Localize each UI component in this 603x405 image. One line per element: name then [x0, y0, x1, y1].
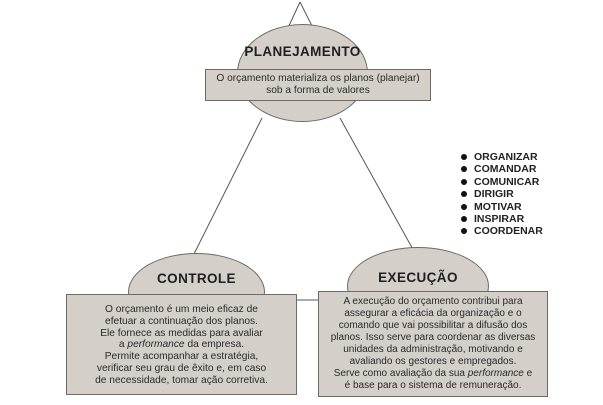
execucao-line-3: comando que vai possibilitar a difusão d…	[338, 320, 528, 331]
execucao-title: EXECUÇÃO	[378, 270, 458, 285]
bullet-icon	[461, 191, 467, 198]
execucao-line-7: Serve como avaliação da sua performance …	[333, 368, 533, 379]
planejamento-description: O orçamento materializa os planos (plane…	[205, 69, 431, 101]
controle-title: CONTROLE	[157, 271, 236, 286]
planejamento-line-2: sob a forma de valores	[266, 84, 370, 96]
list-item: COMANDAR	[460, 163, 543, 175]
planejamento-title: PLANEJAMENTO	[244, 44, 361, 59]
execucao-line-6: avaliando os gestores e empregados.	[349, 356, 517, 367]
execucao-line-4: planos. Isso serve para coordenar as div…	[330, 332, 536, 343]
bullet-icon	[461, 154, 467, 160]
controle-line-3: Ele fornece as medidas para avaliar	[100, 327, 263, 339]
planejamento-line-1: O orçamento materializa os planos (plane…	[216, 73, 420, 84]
list-item: MOTIVAR	[460, 201, 543, 213]
list-item: COORDENAR	[460, 225, 543, 237]
controle-description: O orçamento é um meio eficaz de efetuar …	[66, 294, 297, 395]
bullet-icon	[461, 166, 467, 173]
bullet-icon	[461, 228, 467, 235]
controle-line-6: verificar seu grau de êxito e, em caso	[96, 362, 267, 374]
bullet-icon	[461, 178, 467, 185]
planejamento-controle-line	[189, 117, 263, 263]
execucao-line-1: A execução do orçamento contribui para	[343, 296, 523, 307]
planejamento-execucao-line	[339, 117, 421, 263]
list-item: DIRIGIR	[460, 188, 543, 200]
controle-line-4: a performance da empresa.	[118, 339, 245, 351]
bullet-icon	[461, 216, 467, 223]
controle-line-1: O orçamento é um meio eficaz de	[105, 304, 258, 315]
functions-list: ORGANIZAR COMANDAR COMUNICAR DIRIGIR MOT…	[460, 151, 543, 238]
execucao-line-8: é base para o sistema de remuneração.	[344, 380, 522, 391]
execucao-line-5: unidades da administração, motivando e	[343, 344, 523, 355]
list-item: INSPIRAR	[460, 213, 543, 225]
execucao-line-2: assegurar a eficácia da organização e o	[344, 308, 522, 319]
controle-line-7: de necessidade, tomar ação corretiva.	[95, 374, 268, 386]
list-item: ORGANIZAR	[460, 151, 543, 163]
controle-line-2: efetuar a continuação dos planos.	[105, 315, 258, 327]
bullet-icon	[461, 203, 467, 210]
list-item: COMUNICAR	[460, 176, 543, 188]
controle-line-5: Permite acompanhar a estratégia,	[104, 351, 259, 363]
execucao-description: A execução do orçamento contribui para a…	[318, 291, 548, 397]
